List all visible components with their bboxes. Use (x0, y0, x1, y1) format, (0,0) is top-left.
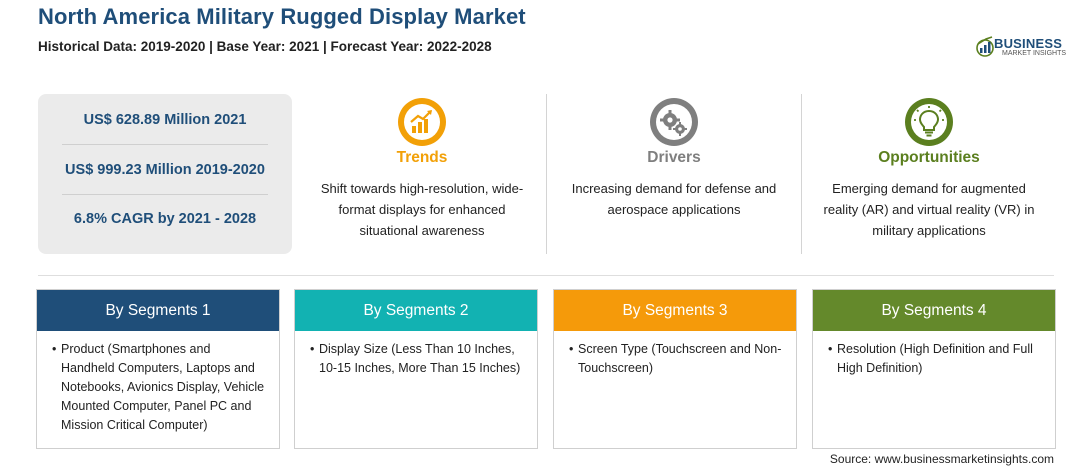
logo-globe-icon (976, 36, 994, 57)
section-divider (38, 275, 1054, 276)
stat-divider (62, 194, 268, 195)
segment-2-body: • Display Size (Less Than 10 Inches, 10-… (295, 331, 537, 378)
stat-market-size-historical: US$ 999.23 Million 2019-2020 (65, 162, 265, 178)
segment-3-header: By Segments 3 (554, 290, 796, 331)
stat-market-size-2021: US$ 628.89 Million 2021 (83, 112, 247, 128)
segment-4-text: Resolution (High Definition and Full Hig… (837, 342, 1033, 375)
trends-title: Trends (396, 149, 448, 166)
trends-text: Shift towards high-resolution, wide-form… (320, 181, 524, 238)
segment-4-body: • Resolution (High Definition and Full H… (813, 331, 1055, 378)
lightbulb-icon (905, 98, 953, 146)
bullet-icon: • (310, 342, 315, 356)
stat-divider (62, 144, 268, 145)
logo-text-business: BUSINESS (994, 36, 1063, 51)
logo-text-market-insights: MARKET INSIGHTS (1002, 50, 1067, 57)
bullet-icon: • (569, 342, 574, 356)
stat-cagr: 6.8% CAGR by 2021 - 2028 (73, 211, 257, 227)
segment-card-4: By Segments 4 • Resolution (High Definit… (812, 289, 1056, 449)
segment-4-header: By Segments 4 (813, 290, 1055, 331)
segment-3-body: • Screen Type (Touchscreen and Non-Touch… (554, 331, 796, 378)
opportunities-title: Opportunities (878, 149, 980, 166)
drivers-text: Increasing demand for defense and aerosp… (571, 181, 777, 217)
segment-2-header: By Segments 2 (295, 290, 537, 331)
market-stats-panel: US$ 628.89 Million 2021 US$ 999.23 Milli… (38, 94, 292, 254)
trends-column: Trends Shift towards high-resolution, wi… (297, 94, 547, 254)
opportunities-column: Opportunities Emerging demand for augmen… (804, 94, 1054, 254)
column-divider (801, 94, 802, 254)
column-divider (546, 94, 547, 254)
segment-1-body: • Product (Smartphones and Handheld Comp… (37, 331, 279, 435)
source-link[interactable]: Source: www.businessmarketinsights.com (829, 452, 1054, 466)
segment-3-text: Screen Type (Touchscreen and Non-Touchsc… (578, 342, 782, 375)
page-subtitle: Historical Data: 2019-2020 | Base Year: … (38, 39, 492, 54)
segment-1-text: Product (Smartphones and Handheld Comput… (61, 342, 265, 432)
segment-2-text: Display Size (Less Than 10 Inches, 10-15… (319, 342, 521, 375)
opportunities-text: Emerging demand for augmented reality (A… (823, 181, 1035, 238)
gears-icon (650, 98, 698, 146)
segment-card-3: By Segments 3 • Screen Type (Touchscreen… (553, 289, 797, 449)
drivers-title: Drivers (647, 149, 701, 166)
segment-card-1: By Segments 1 • Product (Smartphones and… (36, 289, 280, 449)
page-title: North America Military Rugged Display Ma… (38, 4, 526, 29)
drivers-column: Drivers Increasing demand for defense an… (549, 94, 799, 254)
bullet-icon: • (52, 342, 57, 356)
segment-1-header: By Segments 1 (37, 290, 279, 331)
segment-card-2: By Segments 2 • Display Size (Less Than … (294, 289, 538, 449)
brand-logo: BUSINESS MARKET INSIGHTS (976, 34, 1066, 62)
chart-growth-icon (398, 98, 446, 146)
bullet-icon: • (828, 342, 833, 356)
